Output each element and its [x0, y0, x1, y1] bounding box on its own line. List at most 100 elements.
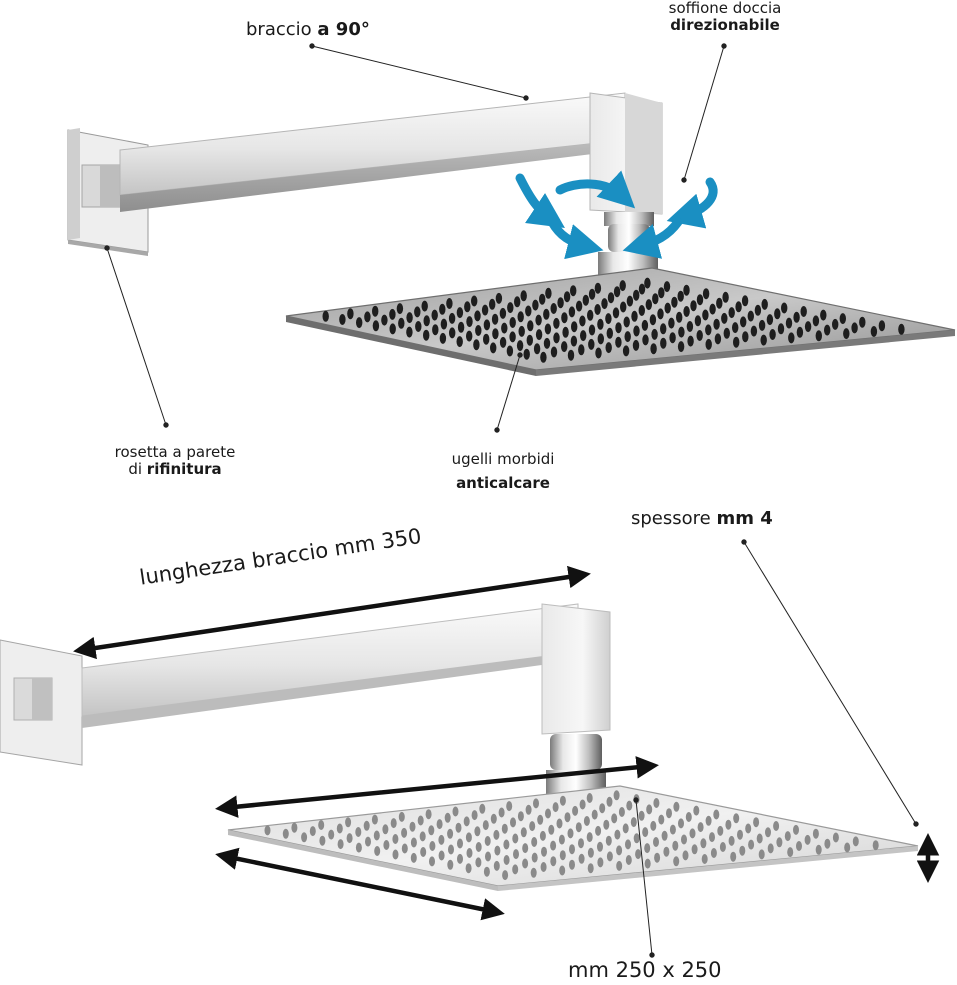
nozzle — [474, 826, 481, 837]
nozzle — [624, 331, 631, 343]
nozzle — [758, 849, 765, 860]
nozzle — [432, 324, 439, 336]
nozzle — [721, 312, 728, 324]
nozzle — [722, 291, 729, 303]
nozzle — [824, 838, 831, 849]
nozzle — [760, 334, 767, 346]
nozzle — [545, 808, 551, 819]
nozzle — [700, 838, 707, 849]
nozzle — [389, 323, 396, 335]
nozzle — [381, 314, 388, 326]
nozzle — [653, 798, 660, 808]
nozzle — [673, 801, 680, 812]
nozzle — [439, 303, 446, 315]
nozzle — [457, 853, 463, 864]
nozzle — [741, 295, 749, 307]
nozzle — [530, 867, 537, 878]
arm-length-arrow — [73, 565, 591, 660]
nozzle — [429, 841, 436, 851]
nozzle — [415, 321, 422, 332]
nozzle — [832, 832, 839, 843]
nozzle — [578, 838, 584, 849]
nozzle — [594, 304, 601, 315]
nozzle — [507, 302, 514, 314]
nozzle — [625, 855, 632, 865]
label-thickness-text: spessore — [631, 508, 717, 529]
nozzle — [540, 862, 547, 872]
nozzle — [543, 308, 550, 320]
nozzle — [717, 825, 724, 836]
nozzle — [747, 310, 754, 322]
nozzle — [597, 318, 604, 330]
nozzle — [485, 851, 491, 862]
nozzle — [575, 822, 582, 833]
nozzle — [632, 339, 640, 351]
nozzle — [506, 345, 514, 357]
nozzle — [587, 863, 594, 874]
nozzle — [569, 859, 575, 870]
nozzle — [525, 305, 532, 317]
nozzle — [769, 329, 776, 340]
nozzle — [663, 846, 670, 857]
nozzle — [606, 327, 613, 339]
nozzle — [550, 346, 558, 358]
nozzle — [567, 349, 575, 361]
nozzle — [518, 325, 525, 337]
nozzle — [575, 300, 583, 312]
nozzle — [650, 820, 657, 831]
nozzle — [638, 810, 645, 821]
nozzle — [774, 308, 781, 320]
nozzle — [725, 819, 732, 830]
nozzle — [859, 316, 866, 328]
nozzle-grid-top — [322, 277, 905, 363]
label-arm-text: braccio — [246, 19, 318, 40]
nozzle — [733, 336, 740, 348]
nozzle — [716, 297, 723, 309]
nozzle — [431, 309, 438, 321]
nozzle — [390, 818, 397, 829]
nozzle — [457, 838, 463, 849]
nozzle — [392, 834, 399, 844]
nozzle — [531, 852, 538, 863]
label-nozzles-line1: ugelli morbidi — [451, 450, 555, 468]
nozzle — [545, 287, 552, 299]
nozzle — [767, 843, 774, 854]
nozzle — [473, 339, 480, 351]
nozzle — [502, 870, 509, 881]
nozzle — [539, 293, 546, 305]
label-wall-rosette: rosetta a parete di rifinitura — [100, 443, 250, 479]
shower-head-bottom — [227, 785, 919, 891]
nozzle — [414, 306, 421, 318]
nozzle — [758, 319, 766, 331]
nozzle — [509, 331, 516, 343]
nozzle — [356, 317, 363, 329]
nozzle — [710, 848, 717, 858]
nozzle — [355, 827, 362, 837]
nozzle — [732, 322, 739, 334]
nozzle — [742, 331, 749, 343]
nozzle — [533, 798, 539, 809]
nozzle — [843, 328, 850, 340]
nozzle — [671, 296, 678, 308]
nozzle — [705, 324, 712, 336]
nozzle — [465, 863, 472, 874]
nozzle — [401, 827, 408, 838]
nozzle — [683, 306, 690, 317]
nozzle — [773, 821, 780, 831]
nozzle — [583, 816, 590, 826]
nozzle — [664, 302, 671, 314]
nozzle — [641, 319, 649, 331]
nozzle — [539, 830, 546, 841]
bottom-shower-assembly — [0, 603, 919, 891]
nozzle — [371, 814, 378, 825]
nozzle — [644, 277, 651, 289]
nozzle — [550, 856, 557, 867]
nozzle — [633, 833, 640, 844]
nozzle — [588, 288, 596, 300]
nozzle — [533, 343, 541, 355]
nozzle — [483, 319, 491, 331]
nozzle — [685, 812, 692, 822]
nozzle — [537, 814, 544, 825]
nozzle — [615, 322, 622, 334]
